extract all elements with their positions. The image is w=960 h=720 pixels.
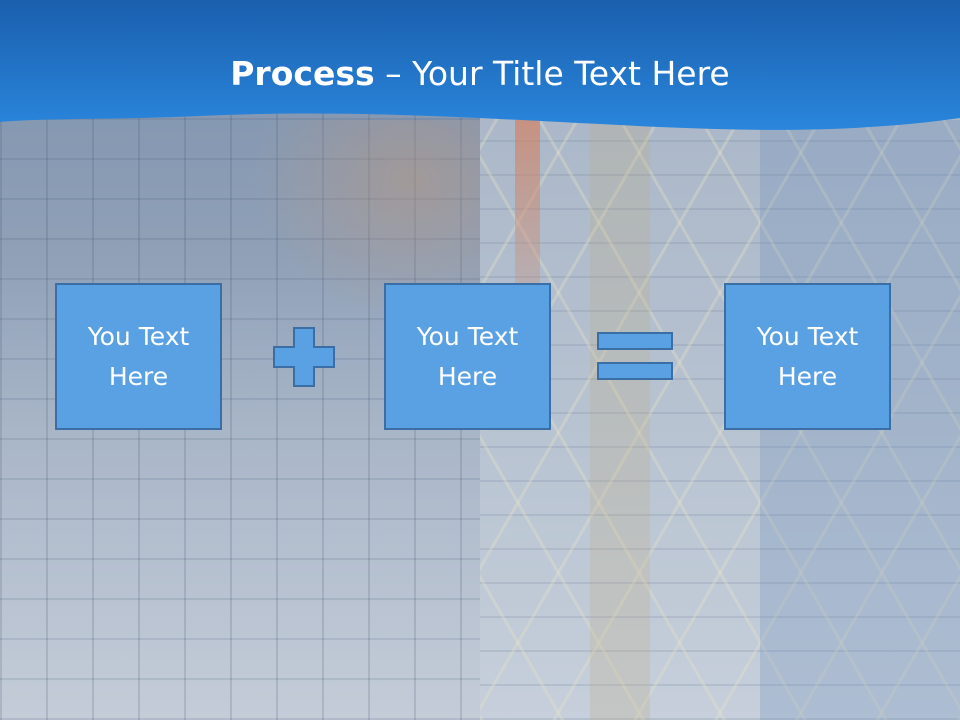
process-box-1[interactable]: You Text Here <box>55 283 222 430</box>
slide-title-bold: Process <box>230 54 375 93</box>
header-wave <box>0 0 960 130</box>
process-box-1-text: You Text Here <box>87 321 190 391</box>
process-box-2-text: You Text Here <box>416 321 519 391</box>
equals-icon <box>597 332 675 382</box>
equals-bar-bottom <box>597 362 673 380</box>
process-box-2[interactable]: You Text Here <box>384 283 551 430</box>
process-box-3[interactable]: You Text Here <box>724 283 891 430</box>
slide-title-rest: – Your Title Text Here <box>374 54 730 93</box>
header-banner <box>0 0 960 140</box>
background-steel-column <box>590 120 650 720</box>
plus-icon <box>273 327 335 387</box>
slide-title: Process – Your Title Text Here <box>0 52 960 96</box>
process-box-3-text: You Text Here <box>756 321 859 391</box>
equals-bar-top <box>597 332 673 350</box>
